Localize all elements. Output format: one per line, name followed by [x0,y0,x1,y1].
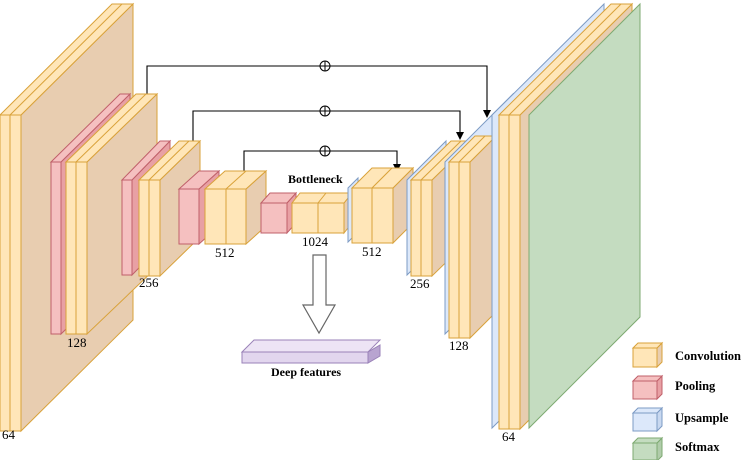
encoder-block-512 [177,169,268,246]
channel-label-512-left: 512 [215,245,235,260]
convolution-swatch [632,347,658,368]
conv-layer [410,179,422,277]
conv-layer [65,161,77,335]
channel-label-128-right: 128 [449,338,469,353]
softmax-swatch [632,442,658,461]
channel-label-128-left: 128 [67,335,87,350]
legend: Convolution Pooling Upsample Softmax [631,341,741,463]
skip-arrowhead-128 [456,132,464,140]
legend-label: Upsample [675,411,729,425]
channel-label-1024: 1024 [302,234,329,249]
conv-layer [448,161,460,339]
pool-layer [50,161,62,335]
upsample-swatch [632,412,658,432]
channel-label-256-right: 256 [410,276,430,291]
decoder-block-512 [347,166,415,245]
conv-layer [317,202,345,234]
conv-layer [148,179,161,277]
pool-layer [178,188,200,245]
conv-layer [508,114,521,430]
channel-label-64-left: 64 [2,427,16,442]
deep-features-arrow [301,254,337,335]
pool-layer [121,179,133,276]
channel-label-256-left: 256 [139,275,159,290]
conv-layer [291,202,319,234]
conv-layer [458,161,471,339]
skip-line-64 [146,65,488,112]
conv-layer [204,188,227,245]
deep-features-bar [240,339,382,364]
channel-label-512-right: 512 [362,244,382,259]
legend-label: Softmax [675,440,720,454]
conv-layer [138,179,150,277]
pool-layer [260,202,288,234]
skip-arrowhead-64 [483,110,491,118]
bottleneck-label: Bottleneck [288,172,343,186]
legend-item-convolution: Convolution [631,341,741,369]
legend-label: Pooling [675,379,716,393]
legend-label: Convolution [675,349,741,363]
deep-features-label: Deep features [271,365,341,379]
legend-item-softmax: Softmax [631,436,720,463]
legend-item-pooling: Pooling [631,374,716,401]
conv-layer [9,114,22,432]
conv-layer [371,187,394,244]
decoder-block-64 [491,2,641,431]
softmax-layer [528,2,641,430]
conv-layer [0,114,11,432]
conv-layer [75,161,88,335]
concat-symbols [319,60,331,157]
bottleneck-block [259,191,354,235]
conv-layer [351,187,373,244]
legend-item-upsample: Upsample [631,406,729,433]
conv-layer [420,179,433,277]
conv-layer [498,114,510,430]
channel-label-64-right: 64 [502,429,516,444]
conv-layer [225,188,247,245]
pooling-swatch [632,380,658,400]
